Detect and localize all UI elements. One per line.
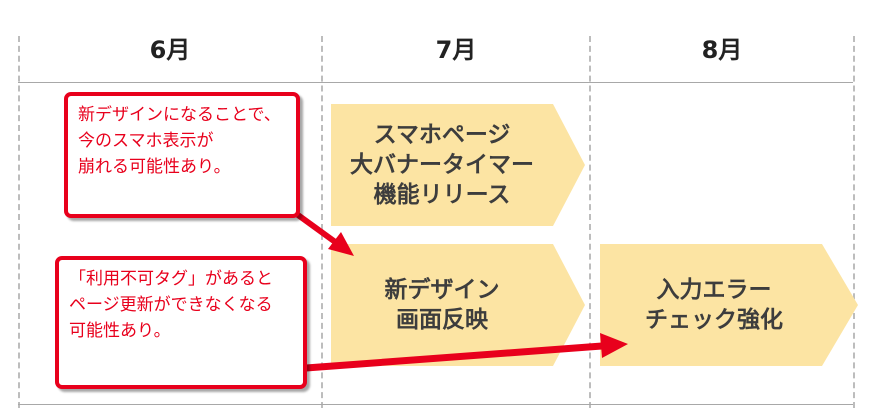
bottom-border xyxy=(18,404,853,405)
task-line: スマホページ xyxy=(373,122,511,148)
task-line: 大バナータイマー xyxy=(350,152,534,178)
task-line: 新デザイン xyxy=(384,277,500,303)
divider-july-august xyxy=(589,36,591,408)
divider-right xyxy=(853,36,855,408)
callout-line: 新デザインになることで、 xyxy=(78,105,281,125)
callout-line: 「利用不可タグ」があると xyxy=(69,269,273,289)
task-chevron-input-error: 入力エラー チェック強化 xyxy=(600,244,858,366)
callout-line: 崩れる可能性あり。 xyxy=(78,157,231,177)
callout-line: 今のスマホ表示が xyxy=(78,131,214,151)
task-chevron-new-design: 新デザイン 画面反映 xyxy=(331,244,585,366)
divider-left xyxy=(18,36,20,408)
task-line: チェック強化 xyxy=(645,307,783,333)
task-line: 画面反映 xyxy=(396,307,488,333)
chevron-shape xyxy=(600,244,858,366)
task-chevron-smartphone-banner: スマホページ 大バナータイマー 機能リリース xyxy=(331,104,585,226)
callout-line: 可能性あり。 xyxy=(69,321,171,341)
callout-smartphone-display-risk: 新デザインになることで、 今のスマホ表示が 崩れる可能性あり。 xyxy=(64,92,300,218)
task-label: 新デザイン 画面反映 xyxy=(331,244,553,366)
chevron-shape xyxy=(331,244,585,366)
task-label: 入力エラー チェック強化 xyxy=(600,244,828,366)
header-separator xyxy=(18,82,853,83)
task-line: 機能リリース xyxy=(373,182,511,208)
divider-june-july xyxy=(321,36,323,408)
month-header-july: 7月 xyxy=(435,36,477,64)
task-label: スマホページ 大バナータイマー 機能リリース xyxy=(331,104,553,226)
task-line: 入力エラー xyxy=(656,277,772,303)
chevron-shape xyxy=(331,104,585,226)
month-header-august: 8月 xyxy=(701,36,743,64)
month-header-june: 6月 xyxy=(149,36,191,64)
callout-line: ページ更新ができなくなる xyxy=(69,295,273,315)
callout-unusable-tag-risk: 「利用不可タグ」があると ページ更新ができなくなる 可能性あり。 xyxy=(55,256,307,389)
